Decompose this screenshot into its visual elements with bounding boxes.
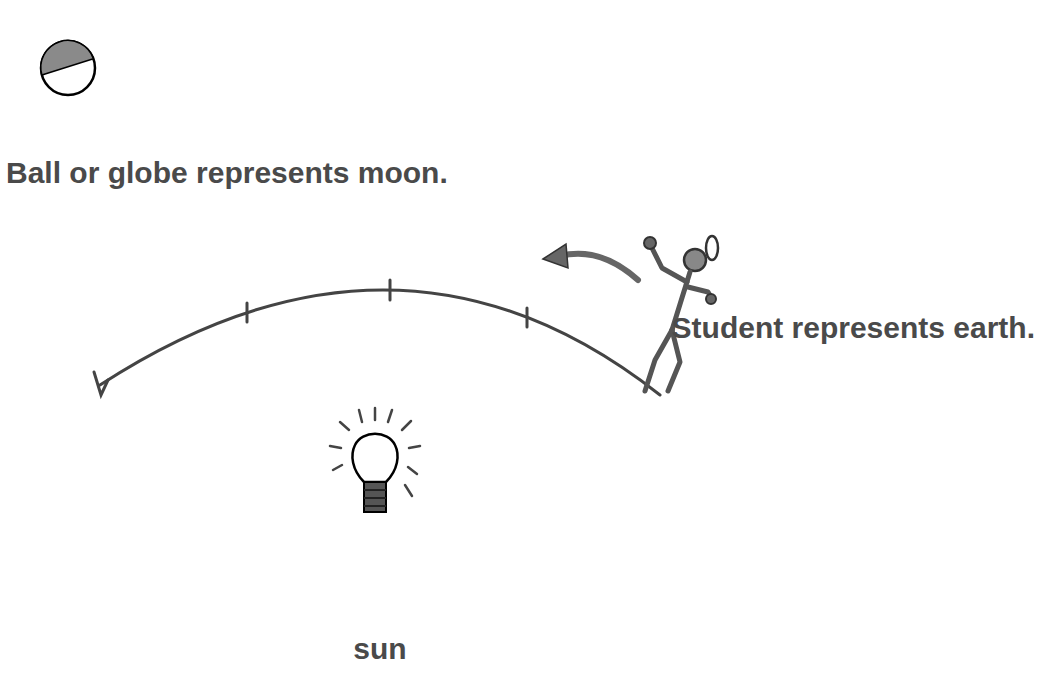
moon-label: Ball or globe represents moon. <box>6 156 448 191</box>
motion-arrow <box>543 244 638 280</box>
orbit-path <box>94 280 660 395</box>
moon-ball <box>41 40 95 95</box>
sun-label: sun <box>353 632 406 667</box>
light-bulb <box>330 408 420 512</box>
earth-label: Student represents earth. <box>672 311 1035 346</box>
